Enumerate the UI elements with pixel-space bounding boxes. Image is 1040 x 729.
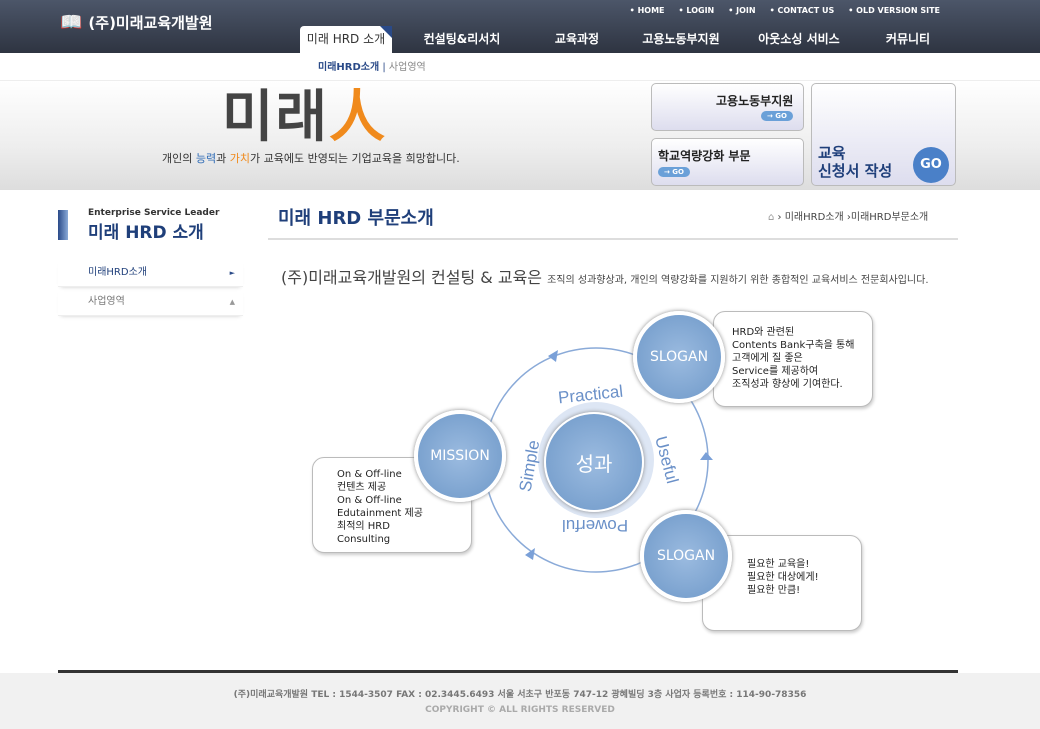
labor-support-banner[interactable]: 고용노동부지원 → GO <box>651 83 804 131</box>
nav-hrd-intro[interactable]: 미래 HRD 소개 <box>300 26 392 53</box>
util-contact[interactable]: • CONTACT US <box>769 6 835 15</box>
lnb-item-business[interactable]: 사업영역 ▲ <box>58 288 243 316</box>
slogan2-node: SLOGAN <box>640 510 732 602</box>
intro-text: (주)미래교육개발원의 컨설팅 & 교육은 조직의 성과향상과, 개인의 역량강… <box>281 264 929 288</box>
school-banner[interactable]: 학교역량강화 부문 → GO <box>651 138 804 186</box>
footer: (주)미래교육개발원 TEL : 1544-3507 FAX : 02.3445… <box>0 673 1040 729</box>
center-node: 성과 <box>544 412 644 512</box>
home-icon[interactable]: ⌂ <box>768 212 775 223</box>
sep: › <box>846 212 851 223</box>
title-accent: 人 <box>329 84 388 150</box>
lnb-subtitle: Enterprise Service Leader <box>88 208 220 218</box>
banner-label: 고용노동부지원 <box>716 94 794 108</box>
nav-courses[interactable]: 교육과정 <box>554 32 600 46</box>
lnb-title: Enterprise Service Leader 미래 HRD 소개 <box>58 208 219 243</box>
footer-copyright: COPYRIGHT © ALL RIGHTS RESERVED <box>425 705 615 715</box>
lnb-heading: 미래 HRD 소개 <box>88 223 204 243</box>
footer-line <box>58 670 958 673</box>
book-icon: 📖 <box>60 12 83 33</box>
sep: › <box>777 212 782 223</box>
nav-labor-support[interactable]: 고용노동부지원 <box>642 32 720 46</box>
intro-small: 조직의 성과향상과, 개인의 역량강화를 지원하기 위한 종합적인 교육서비스 … <box>547 275 929 286</box>
sub-nav-business[interactable]: 사업영역 <box>388 62 426 73</box>
word-powerful: Powerful <box>562 516 629 535</box>
footer-info: (주)미래교육개발원 TEL : 1544-3507 FAX : 02.3445… <box>233 690 807 700</box>
lnb-label: 사업영역 <box>88 296 125 307</box>
arrow-up-icon: ▲ <box>229 298 235 306</box>
util-home[interactable]: • HOME <box>629 6 665 15</box>
breadcrumb: ⌂ › 미래HRD소개 ›미래HRD부문소개 <box>768 208 928 223</box>
nav-outsourcing[interactable]: 아웃소싱 서비스 <box>758 32 840 46</box>
banner-label: 교육 신청서 작성 <box>818 144 893 180</box>
divider: | <box>382 62 386 73</box>
page-title: 미래 HRD 부문소개 <box>278 208 434 229</box>
divider <box>268 238 958 240</box>
application-banner[interactable]: 교육 신청서 작성 GO <box>811 83 956 186</box>
banner-title: 미래人 <box>222 88 387 147</box>
nav-consulting[interactable]: 컨설팅&리서치 <box>423 32 501 46</box>
t5: 가 교육에도 반영되는 기업교육을 희망합니다. <box>249 152 460 165</box>
util-login[interactable]: • LOGIN <box>678 6 715 15</box>
top-bar <box>0 0 1040 53</box>
main-nav: 미래 HRD 소개 컨설팅&리서치 교육과정 고용노동부지원 아웃소싱 서비스 … <box>300 26 958 53</box>
crumb-2: 미래HRD부문소개 <box>850 212 929 223</box>
logo[interactable]: 📖 (주)미래교육개발원 <box>60 12 213 33</box>
util-old-site[interactable]: • OLD VERSION SITE <box>848 6 940 15</box>
crumb-1[interactable]: 미래HRD소개 <box>784 212 844 223</box>
arrow-right-icon: ► <box>229 269 235 277</box>
t4: 가치 <box>229 152 250 165</box>
title-main: 미래 <box>222 85 330 150</box>
lnb-item-hrd[interactable]: 미래HRD소개 ► <box>58 259 243 287</box>
go-button[interactable]: → GO <box>658 167 690 177</box>
slogan1-node: SLOGAN <box>633 311 725 403</box>
logo-text: (주)미래교육개발원 <box>88 14 213 32</box>
util-join[interactable]: • JOIN <box>728 6 756 15</box>
t2: 능력 <box>195 152 217 165</box>
t1: 개인의 <box>162 152 196 165</box>
go-button[interactable]: GO <box>913 147 949 183</box>
banner-tagline: 개인의 능력과 가치가 교육에도 반영되는 기업교육을 희망합니다. <box>162 152 460 166</box>
sub-nav: 미래HRD소개 | 사업영역 <box>318 58 426 73</box>
title-bar <box>58 210 68 240</box>
sub-nav-hrd[interactable]: 미래HRD소개 <box>318 62 380 73</box>
banner-label: 학교역량강화 부문 <box>658 149 751 163</box>
mission-node: MISSION <box>414 410 506 502</box>
nav-community[interactable]: 커뮤니티 <box>885 32 931 46</box>
slogan1-box: HRD와 관련된 Contents Bank구축을 통해 고객에게 질 좋은 S… <box>713 311 873 407</box>
slogan2-box: 필요한 교육을! 필요한 대상에게! 필요한 만큼! <box>702 535 862 631</box>
utility-nav: • HOME • LOGIN • JOIN • CONTACT US • OLD… <box>630 6 940 15</box>
intro-big: (주)미래교육개발원의 컨설팅 & 교육은 <box>281 268 548 287</box>
lnb-label: 미래HRD소개 <box>88 267 147 278</box>
go-button[interactable]: → GO <box>761 111 793 121</box>
t3: 과 <box>216 152 230 165</box>
